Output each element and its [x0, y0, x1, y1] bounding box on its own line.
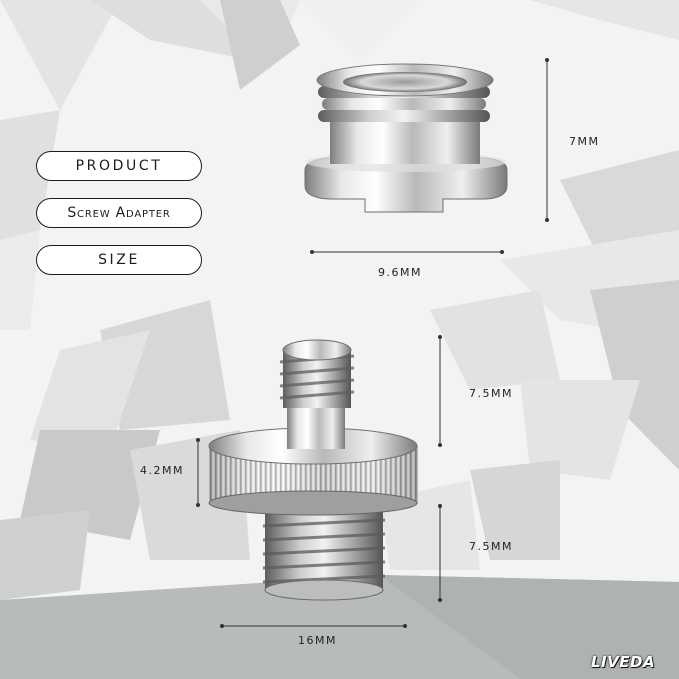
- screw-image: [208, 339, 418, 601]
- dimension-lines: [196, 58, 549, 628]
- adapter-height-label: 7MM: [569, 135, 600, 148]
- adapter-width-label: 9.6MM: [378, 266, 422, 279]
- bottom-band-shade: [380, 575, 679, 679]
- knob-diameter-label: 16MM: [298, 634, 337, 647]
- size-label-pill: SIZE: [36, 245, 202, 275]
- adapter-image: [304, 63, 508, 213]
- brand-logo: LIVEDA: [591, 653, 656, 671]
- knob-thickness-label: 4.2MM: [140, 464, 184, 477]
- screw-top-length-label: 7.5MM: [469, 387, 513, 400]
- product-name: Screw Adapter: [67, 205, 171, 221]
- size-label: SIZE: [98, 252, 140, 268]
- product-label: PRODUCT: [75, 158, 163, 174]
- product-label-pill: PRODUCT: [36, 151, 202, 181]
- product-name-pill: Screw Adapter: [36, 198, 202, 228]
- screw-bottom-length-label: 7.5MM: [469, 540, 513, 553]
